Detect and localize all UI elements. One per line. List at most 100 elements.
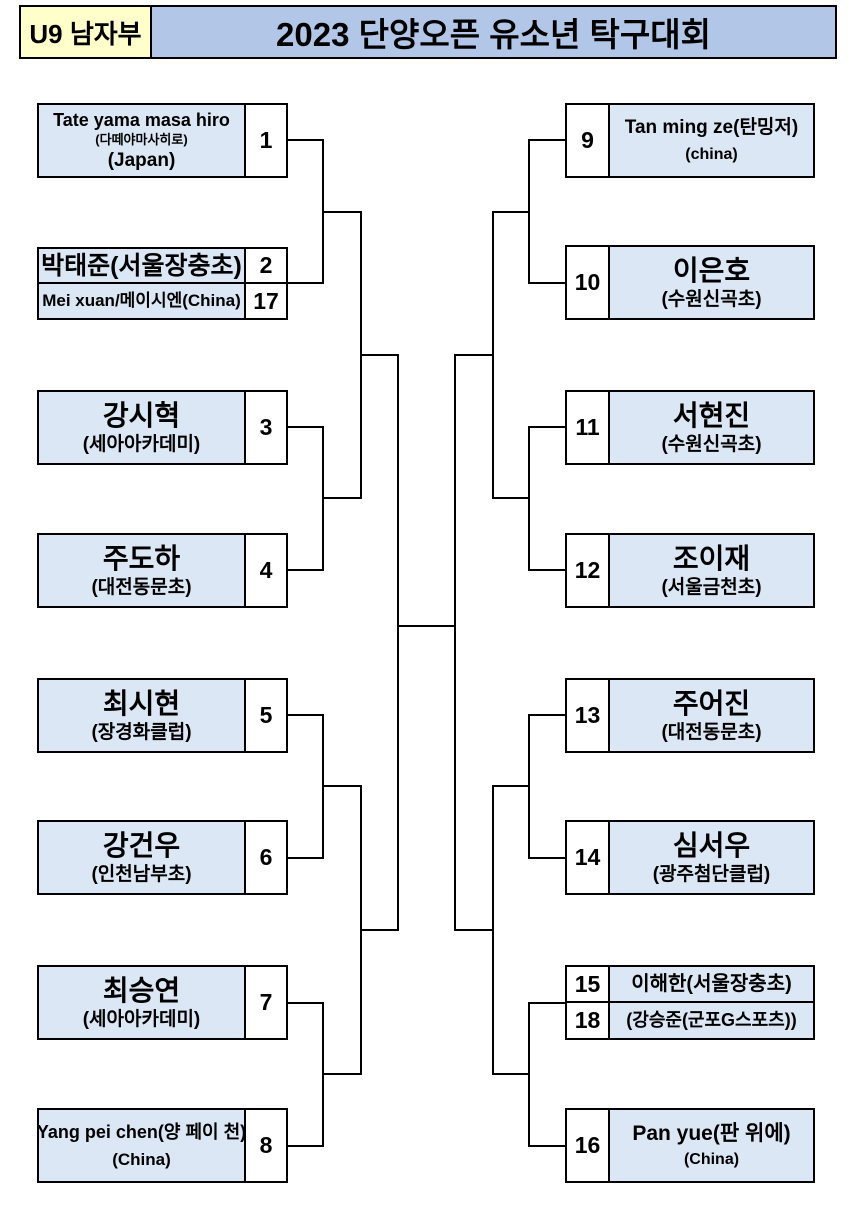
bracket-line xyxy=(530,1145,567,1147)
seed-number: 11 xyxy=(565,390,610,465)
seed-number: 10 xyxy=(565,245,610,320)
seed-number: 2 xyxy=(244,247,288,284)
tournament-title: 2023 단양오픈 유소년 탁구대회 xyxy=(150,5,837,59)
player-name: Tate yama masa hiro xyxy=(53,109,230,130)
player-name: 심서우 xyxy=(672,829,751,861)
player-affiliation: (대전동문초) xyxy=(661,722,762,744)
bracket-line xyxy=(492,211,530,213)
seed-number: 1 xyxy=(244,103,288,178)
seed-number: 13 xyxy=(565,678,610,753)
player-affiliation: (수원신곡초) xyxy=(661,289,762,311)
player-name: 최시현 xyxy=(102,687,181,719)
player-affiliation: (광주첨단클럽) xyxy=(652,864,771,886)
player-box: 주도하 (대전동문초) xyxy=(37,533,246,608)
player-box: 서현진 (수원신곡초) xyxy=(608,390,815,465)
player-name: Tan ming ze(탄밍저) xyxy=(624,116,799,138)
bracket-line xyxy=(360,929,397,931)
player-name: 이해한(서울장충초) xyxy=(631,972,792,995)
player-affiliation: (대전동문초) xyxy=(91,577,192,599)
bracket-line xyxy=(286,569,322,571)
bracket-line xyxy=(360,354,397,356)
player-box: 강시혁 (세아아카데미) xyxy=(37,390,246,465)
bracket-line xyxy=(286,426,322,428)
seed-number: 15 xyxy=(565,965,610,1003)
player-box: 박태준(서울장충초) xyxy=(37,247,246,284)
bracket-line xyxy=(286,714,322,716)
player-box: 이은호 (수원신곡초) xyxy=(608,245,815,320)
seed-number: 9 xyxy=(565,103,610,178)
bracket-line xyxy=(492,211,494,499)
player-box: Yang pei chen(양 페이 천) (China) xyxy=(37,1108,246,1183)
bracket-line xyxy=(492,785,494,1075)
bracket-line xyxy=(286,857,322,859)
seed-number: 18 xyxy=(565,1001,610,1040)
player-affiliation: (세아아카데미) xyxy=(82,434,201,456)
player-name: 주도하 xyxy=(102,542,181,574)
bracket-line xyxy=(322,497,360,499)
player-affiliation: (세아아카데미) xyxy=(82,1009,201,1031)
seed-number: 8 xyxy=(244,1108,288,1183)
player-box: Mei xuan/메이시엔(China) xyxy=(37,282,246,320)
bracket-line xyxy=(322,1073,360,1075)
seed-number: 14 xyxy=(565,820,610,895)
player-box: 심서우 (광주첨단클럽) xyxy=(608,820,815,895)
player-country: (China) xyxy=(112,1150,171,1170)
seed-number: 17 xyxy=(244,282,288,320)
player-name: 강시혁 xyxy=(102,399,181,431)
player-name: 이은호 xyxy=(672,254,751,286)
bracket-line xyxy=(492,785,530,787)
player-box: 최시현 (장경화클럽) xyxy=(37,678,246,753)
player-box: (강승준(군포G스포츠)) xyxy=(608,1001,815,1040)
bracket-line xyxy=(530,282,567,284)
player-country: (china) xyxy=(685,146,738,164)
bracket-line xyxy=(530,569,567,571)
bracket-line xyxy=(286,139,322,141)
player-box: 최승연 (세아아카데미) xyxy=(37,965,246,1040)
bracket-line xyxy=(397,625,456,627)
bracket-line xyxy=(397,354,399,931)
player-box: 조이재 (서울금천초) xyxy=(608,533,815,608)
player-affiliation: (서울금천초) xyxy=(661,577,762,599)
bracket-line xyxy=(530,1002,567,1004)
player-box: 이해한(서울장충초) xyxy=(608,965,815,1003)
player-box: 강건우 (인천남부초) xyxy=(37,820,246,895)
bracket-line xyxy=(492,1073,530,1075)
seed-number: 16 xyxy=(565,1108,610,1183)
player-name: (강승준(군포G스포츠)) xyxy=(626,1010,797,1031)
seed-number: 4 xyxy=(244,533,288,608)
player-country: (China) xyxy=(683,1151,740,1169)
player-name-korean: (다떼야마사히로) xyxy=(95,131,188,147)
player-name: Pan yue(판 위에) xyxy=(632,1121,791,1145)
player-affiliation: (장경화클럽) xyxy=(91,722,192,744)
bracket-line xyxy=(286,282,322,284)
bracket-line xyxy=(454,929,492,931)
bracket-line xyxy=(530,857,567,859)
player-affiliation: (인천남부초) xyxy=(91,864,192,886)
seed-number: 12 xyxy=(565,533,610,608)
bracket-line xyxy=(322,785,360,787)
player-name: 최승연 xyxy=(102,974,181,1006)
player-country: (Japan) xyxy=(107,150,176,172)
bracket-line xyxy=(530,426,567,428)
player-affiliation: (수원신곡초) xyxy=(661,434,762,456)
player-name: Mei xuan/메이시엔(China) xyxy=(42,291,241,311)
player-name: 강건우 xyxy=(102,829,181,861)
player-name: 박태준(서울장충초) xyxy=(41,251,242,280)
bracket-line xyxy=(322,211,360,213)
player-name: Yang pei chen(양 페이 천) xyxy=(36,1121,247,1142)
bracket-line xyxy=(454,354,492,356)
bracket-line xyxy=(454,354,456,931)
seed-number: 6 xyxy=(244,820,288,895)
player-name: 서현진 xyxy=(672,399,751,431)
player-name: 주어진 xyxy=(672,687,751,719)
bracket-line xyxy=(286,1002,322,1004)
bracket-line xyxy=(286,1145,322,1147)
bracket-line xyxy=(492,497,530,499)
player-box: Tan ming ze(탄밍저) (china) xyxy=(608,103,815,178)
player-box: Pan yue(판 위에) (China) xyxy=(608,1108,815,1183)
player-box: Tate yama masa hiro (다떼야마사히로) (Japan) xyxy=(37,103,246,178)
seed-number: 3 xyxy=(244,390,288,465)
player-name: 조이재 xyxy=(672,542,751,574)
bracket-line xyxy=(530,714,567,716)
